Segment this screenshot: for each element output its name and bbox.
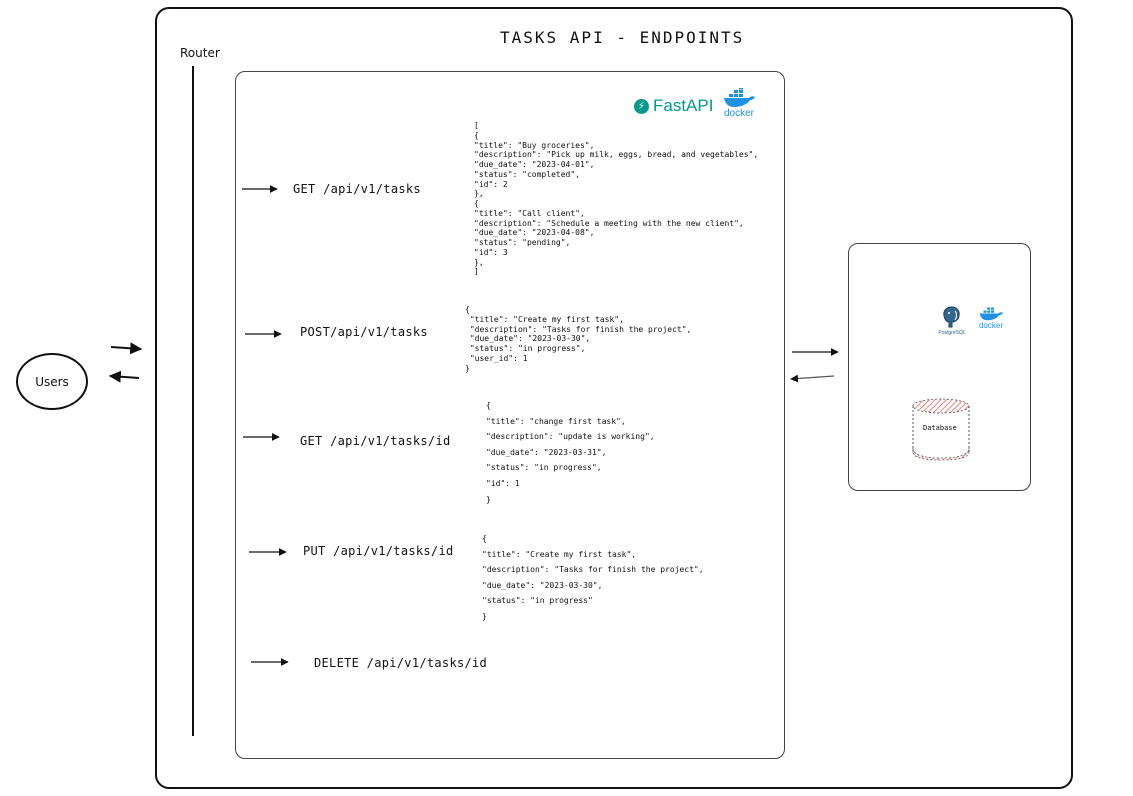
elephant-icon: [943, 306, 960, 328]
fastapi-label: FastAPI: [653, 96, 714, 115]
postgres-logo: PostgreSQL: [934, 305, 970, 336]
docker-whale-icon: [724, 87, 755, 107]
endpoint-get-one: GET /api/v1/tasks/id: [300, 434, 451, 448]
json-put: { "title": "Create my first task", "desc…: [482, 534, 704, 621]
postgres-label: PostgreSQL: [938, 330, 966, 336]
fastapi-logo: ⚡ FastAPI: [634, 96, 713, 116]
docker-logo-small: docker: [974, 306, 1008, 330]
router-line: [192, 66, 194, 736]
docker-logo: docker: [720, 87, 758, 119]
router-label: Router: [180, 46, 220, 60]
bolt-icon: ⚡: [634, 98, 649, 114]
users-label: Users: [35, 374, 69, 389]
endpoint-get-all: GET /api/v1/tasks: [293, 182, 421, 196]
endpoint-put: PUT /api/v1/tasks/id: [303, 544, 454, 558]
endpoint-delete: DELETE /api/v1/tasks/id: [314, 656, 488, 670]
diagram-title: TASKS API - ENDPOINTS: [500, 28, 745, 47]
users-to-router-arrow: [110, 342, 143, 355]
outer-frame: [155, 7, 1073, 789]
docker-label-small: docker: [978, 321, 1003, 330]
endpoint-post: POST/api/v1/tasks: [300, 325, 428, 339]
router-to-users-arrow: [108, 370, 140, 383]
db-to-api-arrow: [790, 374, 835, 383]
json-post: { "title": "Create my first task", "desc…: [465, 305, 692, 373]
json-get-one: { "title": "change first task", "descrip…: [486, 401, 655, 504]
database-cylinder-icon: [912, 398, 970, 461]
api-panel: [235, 71, 785, 759]
json-get-all: [ { "title": "Buy groceries", "descripti…: [474, 121, 759, 277]
database-panel: [848, 243, 1031, 491]
docker-whale-icon-small: [979, 307, 1003, 321]
docker-label: docker: [723, 108, 754, 119]
database-label: Database: [923, 424, 957, 432]
users-node: Users: [16, 353, 88, 410]
